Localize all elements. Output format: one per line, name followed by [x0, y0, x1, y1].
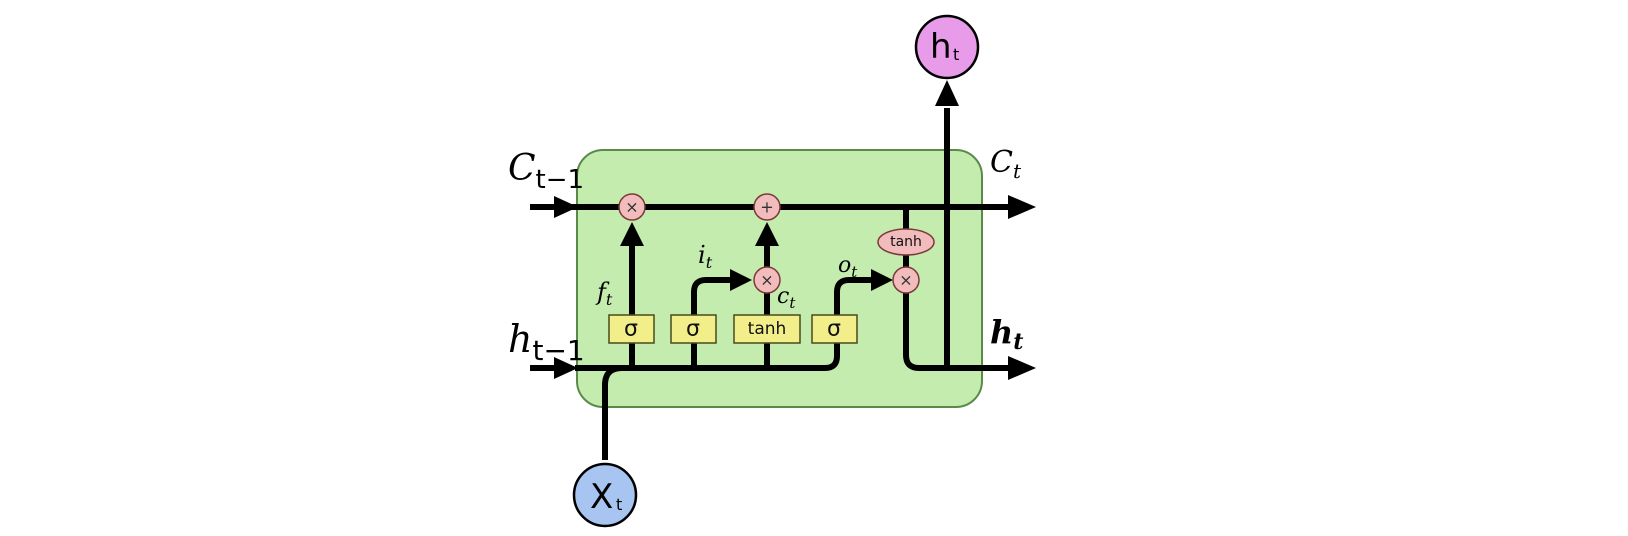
candidate-label: ct [777, 284, 796, 312]
x-input-line [602, 365, 623, 460]
input-multiply-symbol: × [760, 271, 773, 290]
output-h-node [914, 14, 980, 80]
cell-state-arrowhead [1008, 195, 1036, 219]
forget-multiply-symbol: × [625, 198, 638, 217]
cell-state-input-arrowhead [554, 196, 578, 218]
output-multiply-symbol: × [899, 271, 912, 290]
hidden-input-arrowhead [554, 357, 578, 379]
candidate-tanh-label: tanh [748, 319, 787, 339]
forget-multiply-op [618, 193, 646, 221]
output-sigma-label: σ [827, 317, 841, 342]
input-sigma-label: σ [686, 317, 700, 342]
hidden-prev-label: ht−1 [508, 317, 585, 367]
input-gate-line [691, 277, 733, 368]
output-gate-arrowhead [871, 269, 893, 291]
input-multiply-op [753, 266, 781, 294]
cell-add-symbol: + [760, 198, 773, 217]
input-gate-arrowhead [730, 269, 752, 291]
cell-tanh-label: tanh [890, 234, 922, 250]
output-top-arrowhead [935, 80, 959, 106]
hidden-next-label: ht [990, 313, 1023, 355]
cell-tanh-ellipse [877, 228, 935, 256]
output-sigma-box [811, 314, 858, 344]
forget-sigma-label: σ [624, 317, 638, 342]
hidden-output-arrowhead [1008, 356, 1036, 380]
output-gate-line [834, 277, 875, 306]
output-h-subscript: t [953, 45, 959, 64]
candidate-tanh-box [733, 314, 801, 344]
input-x-subscript: t [616, 495, 622, 514]
candidate-arrowhead [755, 222, 779, 246]
cell-add-op [753, 193, 781, 221]
cell-next-label: Ct [990, 145, 1022, 183]
hidden-output-line [903, 292, 1010, 371]
input-x-label: X [590, 477, 613, 517]
forget-gate-arrowhead [620, 222, 644, 246]
input-gate-label: it [698, 241, 713, 272]
output-multiply-op [892, 266, 920, 294]
input-x-node [572, 462, 638, 528]
forget-sigma-box [608, 314, 655, 344]
input-bus-line [575, 306, 840, 371]
cell-prev-label: Ct−1 [508, 148, 584, 195]
output-gate-label: ot [838, 253, 858, 281]
output-h-label: h [930, 27, 952, 67]
input-sigma-box [670, 314, 717, 344]
